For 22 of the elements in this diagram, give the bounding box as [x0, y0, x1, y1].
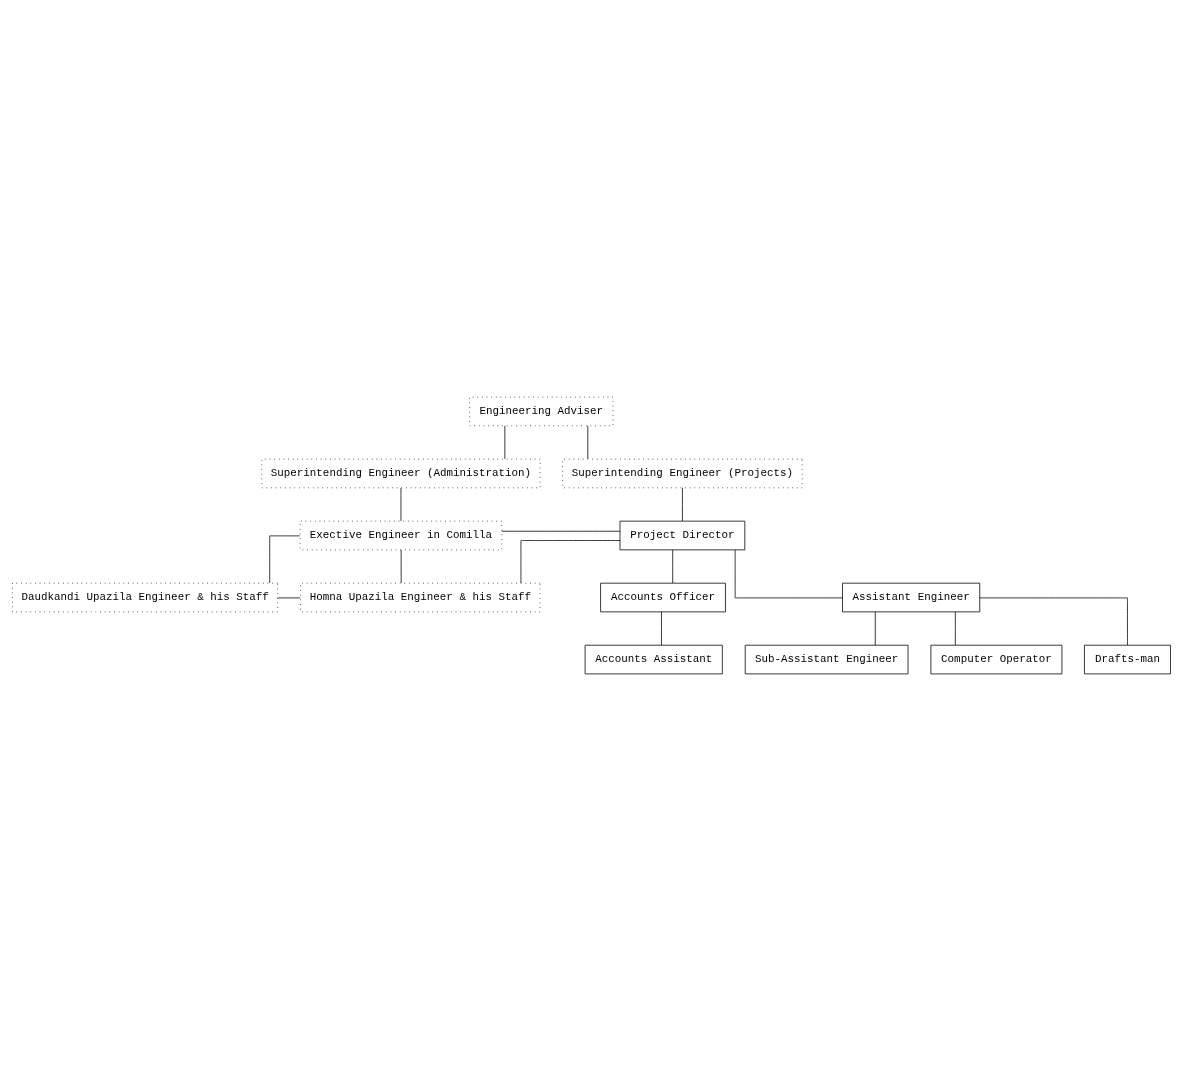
node-box: Computer Operator	[930, 644, 1063, 674]
node-box: Engineering Adviser	[469, 396, 614, 426]
node-box: Project Director	[619, 520, 746, 550]
node-box: Sub-Assistant Engineer	[744, 644, 909, 674]
connector	[954, 611, 956, 645]
connector	[979, 597, 1128, 645]
connector	[672, 549, 674, 583]
node-box: Assistant Engineer	[842, 582, 981, 612]
node-box: Superintending Engineer (Administration)	[261, 458, 541, 488]
connector	[734, 549, 843, 598]
connector	[661, 611, 662, 645]
node-box: Drafts-man	[1084, 644, 1171, 674]
connector	[501, 530, 621, 532]
connector	[520, 539, 621, 584]
node-box: Accounts Officer	[600, 582, 726, 612]
node-box: Accounts Assistant	[584, 644, 723, 674]
connector	[874, 611, 876, 645]
node-box: Superintending Engineer (Projects)	[562, 458, 803, 488]
node-box: Daudkandi Upazila Engineer & his Staff	[12, 582, 279, 612]
connector	[682, 486, 683, 521]
node-box: Exective Engineer in Comilla	[299, 520, 503, 550]
node-box: Homna Upazila Engineer & his Staff	[300, 582, 541, 612]
